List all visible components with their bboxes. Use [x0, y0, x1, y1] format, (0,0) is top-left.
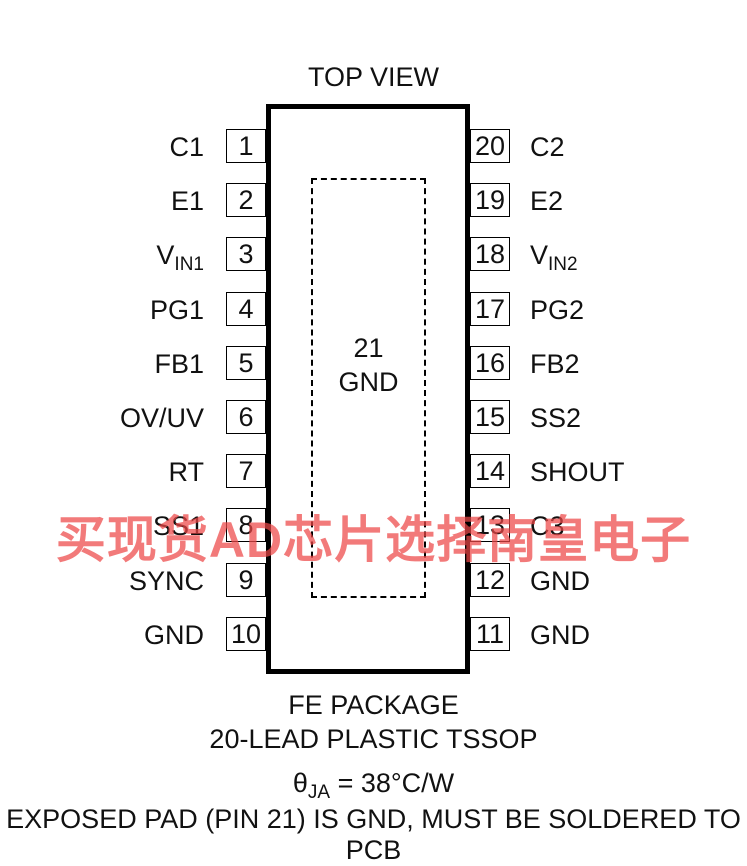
package-description: 20-LEAD PLASTIC TSSOP: [209, 724, 538, 754]
thermal-resistance: θJA = 38°C/W: [0, 768, 747, 804]
pin-number-box: 11: [470, 617, 510, 651]
pin-number-box: 8: [226, 508, 266, 542]
pin-number-box: 12: [470, 563, 510, 597]
pin-number-box: 9: [226, 563, 266, 597]
pin-label-main: SS1: [152, 511, 204, 541]
exposed-pad-number: 21: [353, 333, 384, 363]
pin-label: C1: [169, 130, 204, 164]
pin-number-box: 17: [470, 292, 510, 326]
theta-symbol: θ: [292, 768, 308, 798]
pin-label: E1: [171, 184, 204, 218]
pin-number-box: 3: [226, 237, 266, 271]
pin-label: PG1: [150, 293, 204, 327]
pin-number-box: 15: [470, 400, 510, 434]
pin-label-main: OV/UV: [119, 403, 204, 433]
pin-label-main: GND: [530, 566, 590, 596]
exposed-pad-name: GND: [338, 367, 399, 397]
theta-subscript: JA: [307, 782, 331, 803]
pin-label-main: C3: [530, 511, 565, 541]
pin-label-main: SYNC: [128, 566, 204, 596]
pin-label: SYNC: [129, 564, 204, 598]
exposed-pad-note: EXPOSED PAD (PIN 21) IS GND, MUST BE SOL…: [6, 804, 741, 865]
pin-label: VIN2: [530, 238, 578, 282]
pin-label-subscript: IN2: [548, 254, 578, 275]
pin-number-box: 7: [226, 454, 266, 488]
pin-label: SS2: [530, 401, 581, 435]
pin-label-main: PG2: [530, 295, 585, 325]
pin-number-box: 13: [470, 508, 510, 542]
pin-number-box: 1: [226, 129, 266, 163]
pin-label-main: FB1: [154, 349, 204, 379]
pin-label-main: SS2: [530, 403, 582, 433]
pin-label-main: PG1: [149, 295, 204, 325]
pin-label: FB2: [530, 347, 580, 381]
pin-number-box: 14: [470, 454, 510, 488]
package-name: FE PACKAGE: [288, 690, 459, 720]
pin-label-main: GND: [530, 620, 590, 650]
theta-value: = 38°C/W: [330, 768, 455, 798]
diagram-title: TOP VIEW: [307, 62, 440, 92]
pin-label-main: V: [156, 240, 175, 270]
pin-label: C3: [530, 509, 565, 543]
pin-label: SS1: [153, 509, 204, 543]
pin-number-box: 2: [226, 183, 266, 217]
pin-number-box: 18: [470, 237, 510, 271]
pin-label: GND: [530, 618, 590, 652]
pin-label: SHOUT: [530, 455, 625, 489]
pin-label: RT: [168, 455, 204, 489]
pin-label: GND: [530, 564, 590, 598]
pin-label: VIN1: [156, 238, 204, 282]
pin-label-main: C2: [530, 132, 565, 162]
ic-package-body: [266, 104, 470, 674]
pin-label: C2: [530, 130, 565, 164]
pin-number-box: 5: [226, 346, 266, 380]
pin-label: FB1: [154, 347, 204, 381]
pin-label: OV/UV: [120, 401, 204, 435]
pin-number-box: 6: [226, 400, 266, 434]
pin-label: E2: [530, 184, 563, 218]
pin-label-main: FB2: [530, 349, 580, 379]
exposed-pad-outline: [311, 178, 426, 598]
pin-label-main: RT: [168, 457, 204, 487]
watermark-text: 买现货AD芯片选择南皇电子: [55, 512, 692, 568]
pin-label-main: E1: [170, 186, 204, 216]
pin-number-box: 16: [470, 346, 510, 380]
pin-label-main: GND: [144, 620, 204, 650]
pin-number-box: 10: [226, 617, 266, 651]
pin-label-subscript: IN1: [174, 254, 204, 275]
pin-label-main: C1: [169, 132, 204, 162]
pin-number-box: 4: [226, 292, 266, 326]
pin-label-main: V: [530, 240, 549, 270]
pin-label: GND: [144, 618, 204, 652]
pin-label: PG2: [530, 293, 584, 327]
pin-label-main: SHOUT: [530, 457, 625, 487]
pin-number-box: 20: [470, 129, 510, 163]
pin-number-box: 19: [470, 183, 510, 217]
pin-label-main: E2: [530, 186, 564, 216]
